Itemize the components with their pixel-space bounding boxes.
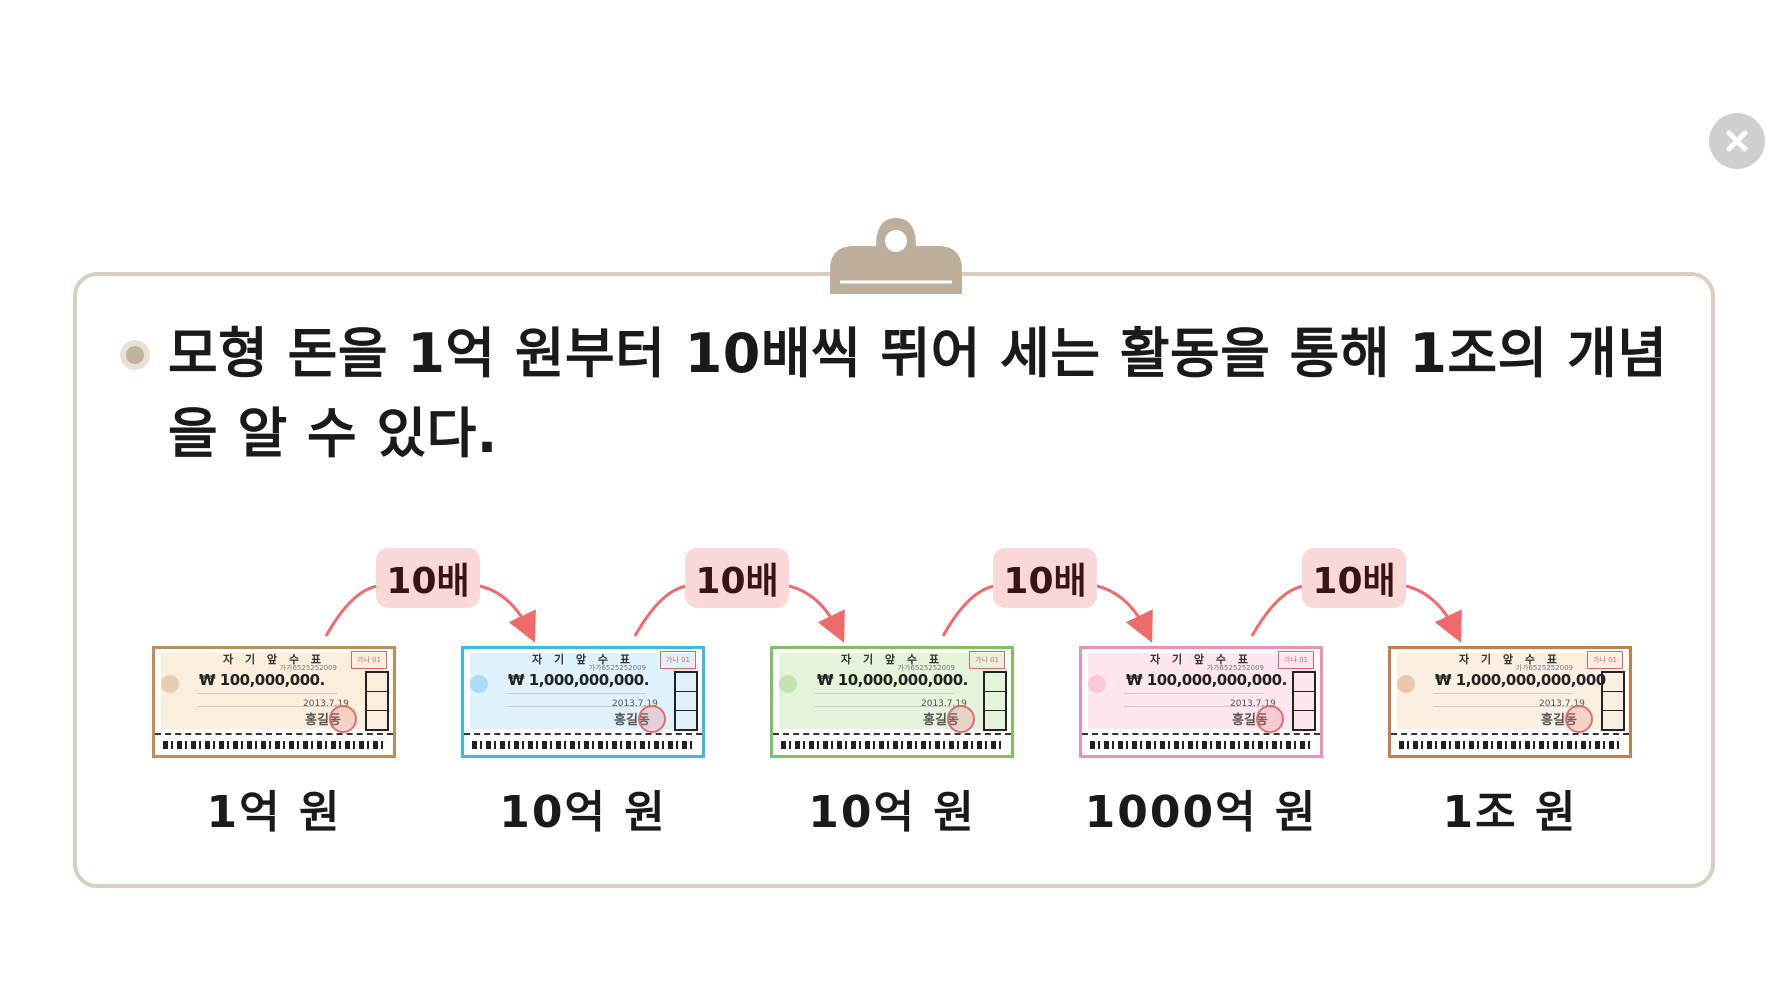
clipboard-clip-icon [830,218,962,294]
seal-icon [638,705,666,733]
check-date: 2013.7.19 [1539,699,1585,709]
check-serial: 가가6525252009 [1206,664,1264,672]
check-2: 자 기 앞 수 표 가가6525252009 가나 01 ₩ 1,000,000… [461,646,705,758]
check-boxes [365,671,389,731]
content-card [73,272,1715,888]
seal-icon [1565,705,1593,733]
seal-icon [947,705,975,733]
check-title: 자 기 앞 수 표 [1459,653,1561,666]
check-tear-line [464,733,702,735]
check-boxes [983,671,1007,731]
check-4: 자 기 앞 수 표 가가6525252009 가나 01 ₩ 100,000,0… [1079,646,1323,758]
check-serial: 가가6525252009 [588,664,646,672]
check-1-billion-100m: 자 기 앞 수 표 가가6525252009 가나 01 ₩ 100,000,0… [152,646,396,758]
check-circle [161,675,179,693]
check-title: 자 기 앞 수 표 [841,653,943,666]
check-tear-line [773,733,1011,735]
check-title: 자 기 앞 수 표 [1150,653,1252,666]
seal-icon [1256,705,1284,733]
check-amount: ₩ 1,000,000,000,000 [1435,671,1606,689]
check-boxes [674,671,698,731]
check-stamp: 가나 01 [969,651,1005,669]
check-label-5: 1조 원 [1442,787,1578,838]
multiplier-badge: 10배 [993,548,1097,608]
multiplier-badge: 10배 [1302,548,1406,608]
check-date: 2013.7.19 [303,699,349,709]
check-date: 2013.7.19 [1230,699,1276,709]
bullet-dot-icon [120,340,150,370]
check-serial: 가가6525252009 [279,664,337,672]
check-micr-line [163,741,385,749]
seal-icon [329,705,357,733]
check-micr-line [1399,741,1621,749]
check-amount: ₩ 100,000,000. [199,671,325,689]
check-serial: 가가6525252009 [897,664,955,672]
check-fine-print [197,693,337,707]
check-circle [470,675,488,693]
close-button[interactable] [1709,113,1765,169]
check-fine-print [506,693,646,707]
check-title: 자 기 앞 수 표 [532,653,634,666]
check-circle [1397,675,1415,693]
check-boxes [1601,671,1625,731]
multiplier-badge: 10배 [376,548,480,608]
learning-objective-text: 모형 돈을 1억 원부터 10배씩 뛰어 세는 활동을 통해 1조의 개념을 알… [168,322,1668,465]
check-fine-print [1433,693,1573,707]
check-date: 2013.7.19 [921,699,967,709]
check-5: 자 기 앞 수 표 가가6525252009 가나 01 ₩ 1,000,000… [1388,646,1632,758]
check-fine-print [815,693,955,707]
check-circle [779,675,797,693]
check-stamp: 가나 01 [351,651,387,669]
check-date: 2013.7.19 [612,699,658,709]
check-stamp: 가나 01 [1278,651,1314,669]
check-label-1: 1억 원 [206,787,342,838]
check-micr-line [1090,741,1312,749]
check-tear-line [1082,733,1320,735]
check-tear-line [155,733,393,735]
check-title: 자 기 앞 수 표 [223,653,325,666]
check-boxes [1292,671,1316,731]
check-circle [1088,675,1106,693]
check-serial: 가가6525252009 [1515,664,1573,672]
check-amount: ₩ 100,000,000,000. [1126,671,1287,689]
check-tear-line [1391,733,1629,735]
check-micr-line [472,741,694,749]
multiplier-badge: 10배 [685,548,789,608]
check-amount: ₩ 1,000,000,000. [508,671,649,689]
check-amount: ₩ 10,000,000,000. [817,671,968,689]
check-micr-line [781,741,1003,749]
check-3: 자 기 앞 수 표 가가6525252009 가나 01 ₩ 10,000,00… [770,646,1014,758]
check-fine-print [1124,693,1264,707]
check-stamp: 가나 01 [1587,651,1623,669]
check-label-3: 10억 원 [808,787,976,838]
check-label-4: 1000억 원 [1084,787,1318,838]
check-stamp: 가나 01 [660,651,696,669]
check-label-2: 10억 원 [499,787,667,838]
close-icon [1726,130,1748,152]
